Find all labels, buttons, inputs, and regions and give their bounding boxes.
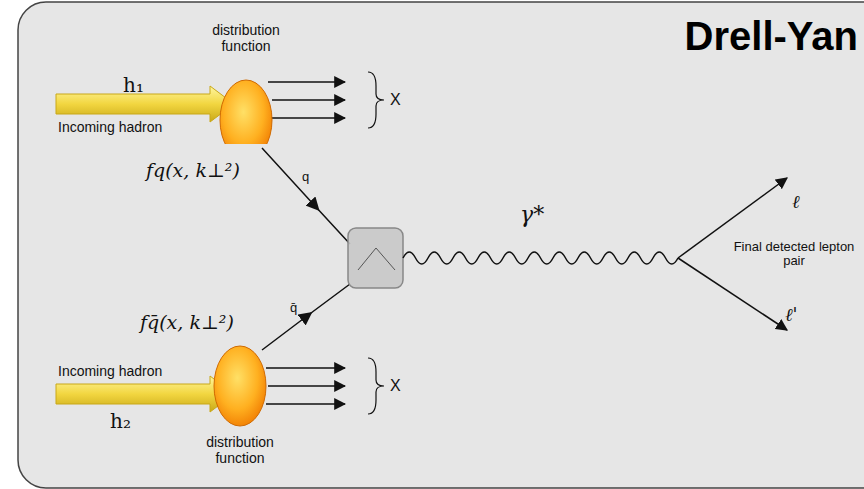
bracket bbox=[368, 358, 384, 414]
vertex bbox=[358, 248, 395, 270]
antiquark-line bbox=[262, 284, 350, 350]
bracket bbox=[368, 72, 384, 128]
lepton-pair-caption: Final detected lepton pair bbox=[728, 240, 860, 269]
lepton-label: ℓ bbox=[792, 192, 800, 212]
quark-label: q bbox=[302, 170, 309, 184]
distribution-formula: fq(x, k⊥²) bbox=[146, 160, 240, 181]
hadron-name: h₁ bbox=[123, 74, 144, 96]
title: Drell-Yan bbox=[685, 14, 858, 59]
node-heading: distribution function bbox=[201, 22, 291, 54]
hadron-arrow bbox=[56, 86, 234, 122]
hard-scattering-box bbox=[348, 228, 403, 288]
hadron-name: h₂ bbox=[110, 410, 131, 432]
distribution-function: distribution function bbox=[196, 22, 296, 144]
node-heading: distribution function bbox=[195, 434, 285, 466]
remnant-label: X bbox=[390, 91, 401, 109]
lepton-line bbox=[678, 258, 787, 330]
remnant-label: X bbox=[390, 377, 401, 395]
lepton-label: ℓ' bbox=[785, 305, 797, 325]
hadron-label: Incoming hadron bbox=[58, 120, 162, 135]
hadron-label: Incoming hadron bbox=[58, 364, 162, 379]
quark-line bbox=[262, 148, 350, 244]
photon-line bbox=[403, 252, 678, 264]
hadron-arrow bbox=[56, 376, 234, 412]
panel bbox=[18, 2, 864, 488]
distribution-formula: fq̄(x, k⊥²) bbox=[140, 312, 234, 333]
distribution-function: distribution function bbox=[190, 344, 290, 466]
photon-label: γ* bbox=[520, 203, 544, 227]
antiquark-label: q̄ bbox=[290, 301, 297, 315]
remnant-arrows bbox=[266, 82, 345, 404]
